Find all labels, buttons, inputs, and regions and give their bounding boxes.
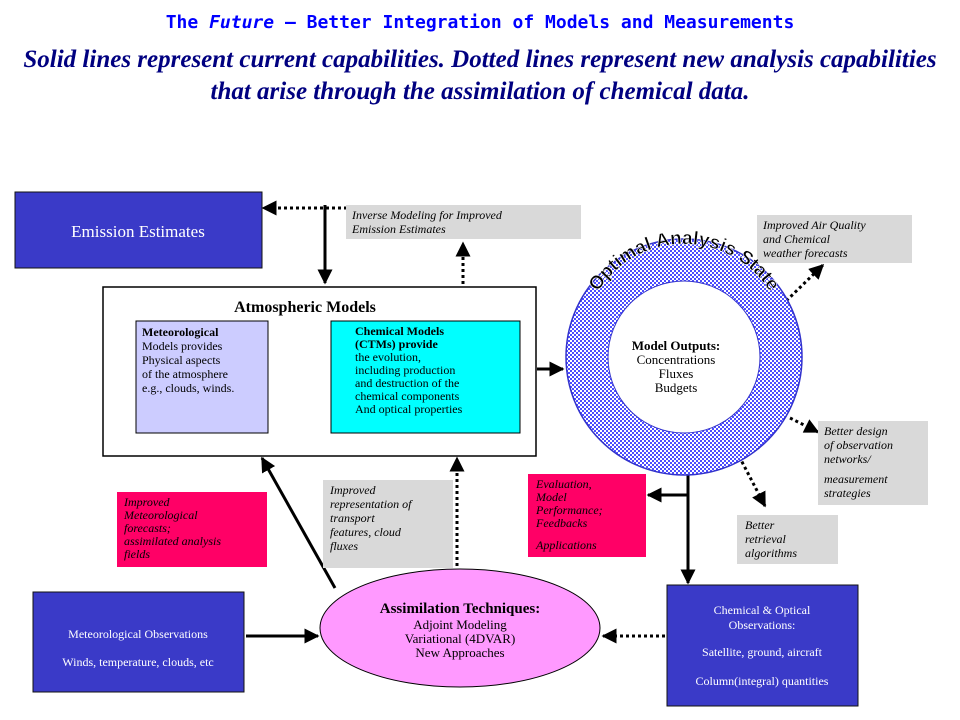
svg-text:Better design: Better design xyxy=(824,424,888,438)
inverse-modeling-note: Inverse Modeling for Improved Emission E… xyxy=(346,205,581,239)
optimal-analysis-state: Optimal Analysis State Model Outputs: Co… xyxy=(565,228,803,476)
svg-text:weather forecasts: weather forecasts xyxy=(763,246,848,260)
svg-text:of observation: of observation xyxy=(824,438,893,452)
retrieval-algorithms-note: Better retrieval algorithms xyxy=(737,515,838,564)
svg-text:Emission Estimates: Emission Estimates xyxy=(351,222,446,236)
svg-text:Satellite, ground, aircraft: Satellite, ground, aircraft xyxy=(702,645,823,659)
svg-text:Model: Model xyxy=(535,490,567,504)
svg-text:algorithms: algorithms xyxy=(745,546,797,560)
svg-text:Meteorological: Meteorological xyxy=(142,325,219,339)
chemical-models-box: Chemical Models (CTMs) provide the evolu… xyxy=(330,320,521,434)
air-quality-note: Improved Air Quality and Chemical weathe… xyxy=(757,215,912,263)
svg-text:assimilated analysis: assimilated analysis xyxy=(124,534,221,548)
svg-text:features, cloud: features, cloud xyxy=(330,525,402,539)
svg-text:Models provides: Models provides xyxy=(142,339,223,353)
svg-text:strategies: strategies xyxy=(824,486,871,500)
svg-text:Emission Estimates: Emission Estimates xyxy=(71,222,205,241)
observation-network-note: Better design of observation networks/ m… xyxy=(818,421,928,505)
svg-text:including production: including production xyxy=(355,363,455,377)
svg-text:New Approaches: New Approaches xyxy=(415,645,504,660)
svg-text:retrieval: retrieval xyxy=(745,532,787,546)
svg-text:and Chemical: and Chemical xyxy=(763,232,831,246)
page-subtitle: Solid lines represent current capabiliti… xyxy=(23,46,937,105)
arrow-assim-to-models xyxy=(260,456,337,589)
svg-text:(CTMs) provide: (CTMs) provide xyxy=(355,337,438,351)
svg-text:Fluxes: Fluxes xyxy=(659,366,694,381)
svg-text:Atmospheric Models: Atmospheric Models xyxy=(234,299,376,316)
svg-text:Model Outputs:: Model Outputs: xyxy=(632,338,720,353)
svg-text:Meteorological: Meteorological xyxy=(123,508,198,522)
svg-text:Feedbacks: Feedbacks xyxy=(535,516,588,530)
svg-text:and destruction of the: and destruction of the xyxy=(355,376,459,390)
svg-text:e.g., clouds, winds.: e.g., clouds, winds. xyxy=(142,381,234,395)
svg-text:Budgets: Budgets xyxy=(655,380,698,395)
svg-text:Improved Air Quality: Improved Air Quality xyxy=(762,218,866,232)
svg-text:Improved: Improved xyxy=(329,483,377,497)
meteorological-forecast-note: Improved Meteorological forecasts; assim… xyxy=(117,492,267,567)
assimilation-techniques: Assimilation Techniques: Adjoint Modelin… xyxy=(319,568,601,688)
emission-estimates-box: Emission Estimates xyxy=(14,191,263,269)
svg-text:networks/: networks/ xyxy=(824,452,872,466)
dotted-to-airquality xyxy=(780,263,825,307)
svg-text:forecasts;: forecasts; xyxy=(124,521,171,535)
svg-text:Variational (4DVAR): Variational (4DVAR) xyxy=(405,631,516,646)
svg-text:Evaluation,: Evaluation, xyxy=(535,477,592,491)
meteorological-observations-box: Meteorological Observations Winds, tempe… xyxy=(32,591,245,693)
svg-text:fields: fields xyxy=(124,547,150,561)
svg-text:Improved: Improved xyxy=(123,495,171,509)
svg-text:Better: Better xyxy=(745,518,775,532)
page-title: The Future – Better Integration of Model… xyxy=(165,12,795,33)
svg-text:Inverse Modeling for Improved: Inverse Modeling for Improved xyxy=(351,208,503,222)
svg-text:Physical aspects: Physical aspects xyxy=(142,353,221,367)
svg-text:Winds, temperature, clouds, et: Winds, temperature, clouds, etc xyxy=(62,655,213,669)
svg-text:And optical properties: And optical properties xyxy=(355,402,463,416)
transport-representation-note: Improved representation of transport fea… xyxy=(323,480,453,568)
svg-text:Assimilation Techniques:: Assimilation Techniques: xyxy=(380,601,540,617)
chemical-optical-observations-box: Chemical & Optical Observations: Satelli… xyxy=(666,584,859,707)
svg-text:chemical components: chemical components xyxy=(355,389,460,403)
svg-text:transport: transport xyxy=(330,511,375,525)
dotted-to-network xyxy=(789,416,820,434)
svg-text:Concentrations: Concentrations xyxy=(637,352,716,367)
svg-text:Adjoint Modeling: Adjoint Modeling xyxy=(413,617,507,632)
svg-text:Column(integral) quantities: Column(integral) quantities xyxy=(696,674,829,688)
svg-text:Applications: Applications xyxy=(535,538,597,552)
svg-text:representation of: representation of xyxy=(330,497,413,511)
svg-text:Performance;: Performance; xyxy=(535,503,603,517)
svg-text:of the atmosphere: of the atmosphere xyxy=(142,367,228,381)
evaluation-note: Evaluation, Model Performance; Feedbacks… xyxy=(528,474,646,557)
svg-text:measurement: measurement xyxy=(824,472,888,486)
svg-text:Chemical Models: Chemical Models xyxy=(355,324,444,338)
svg-text:Observations:: Observations: xyxy=(729,618,796,632)
svg-text:the evolution,: the evolution, xyxy=(355,350,421,364)
svg-text:Meteorological Observations: Meteorological Observations xyxy=(68,627,208,641)
svg-text:fluxes: fluxes xyxy=(330,539,358,553)
svg-text:Chemical & Optical: Chemical & Optical xyxy=(714,603,811,617)
meteorological-models-box: Meteorological Models provides Physical … xyxy=(135,320,269,434)
